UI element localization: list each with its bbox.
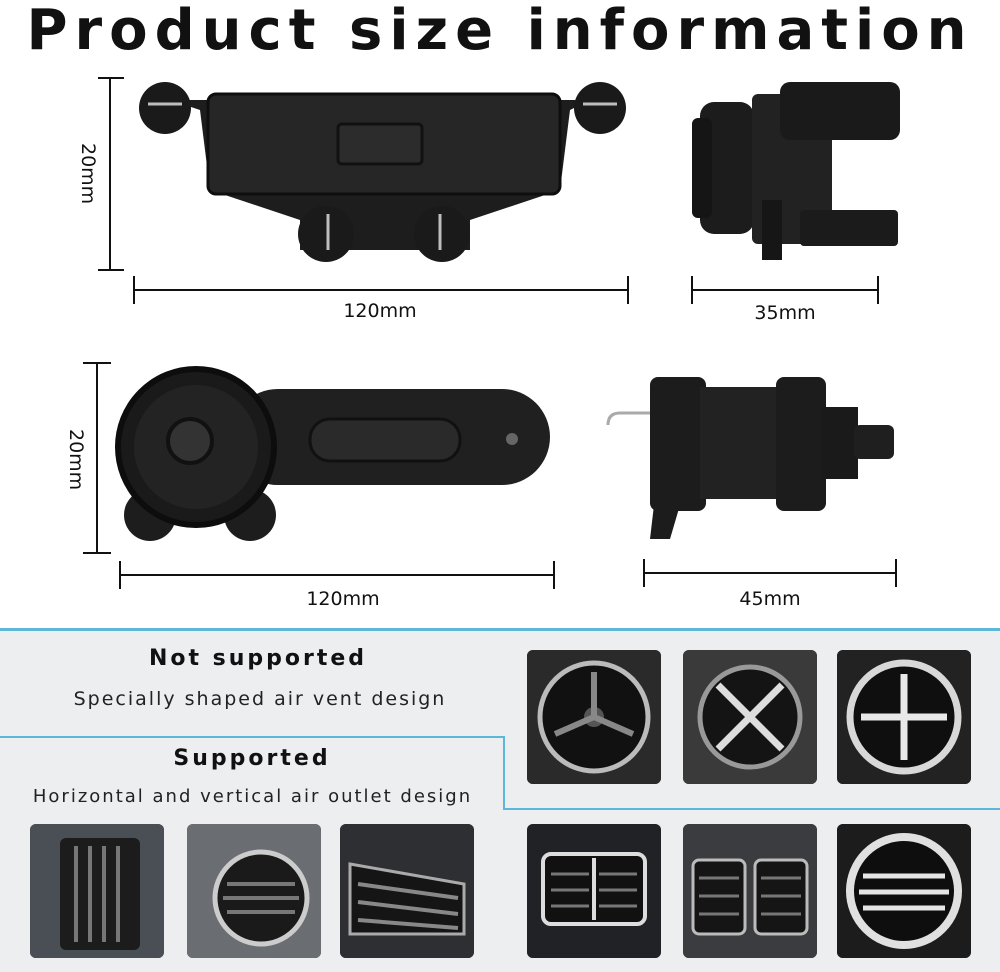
side-view-diagram (691, 82, 900, 304)
compatibility-panel (0, 628, 1000, 972)
vertical-slat-vent-icon (30, 824, 164, 958)
supported-subtitle: Horizontal and vertical air outlet desig… (32, 786, 473, 807)
supported-divider-vertical (503, 736, 505, 810)
rear-double-vent-icon (527, 824, 661, 958)
back-view-diagram (83, 362, 555, 589)
clip-width-label: 45mm (739, 588, 801, 610)
holder-side-view (692, 82, 900, 260)
silver-cross-vent-icon (837, 650, 971, 784)
supported-divider (0, 736, 505, 738)
horizontal-slat-vent-icon (340, 824, 474, 958)
cross-round-vent-icon (683, 650, 817, 784)
back-width-label: 120mm (306, 588, 380, 610)
page-title: Product size information (26, 0, 974, 63)
front-width-label: 120mm (343, 300, 417, 322)
supported-divider-right (503, 808, 1000, 810)
round-slat-vent-icon (187, 824, 321, 958)
back-height-label: 20mm (65, 429, 87, 491)
divider-line (0, 628, 1000, 631)
holder-clip-view (606, 377, 894, 539)
round-horizontal-vent-icon (837, 824, 971, 958)
side-width-label: 35mm (754, 302, 816, 324)
holder-back-view (115, 366, 550, 541)
not-supported-title: Not supported (148, 646, 368, 671)
front-height-label: 20mm (77, 143, 99, 205)
front-view-diagram (98, 77, 629, 304)
round-fan-vent-icon (527, 650, 661, 784)
clip-view-diagram (606, 377, 897, 587)
holder-front-view (139, 82, 626, 262)
supported-title: Supported (173, 746, 331, 771)
not-supported-subtitle: Specially shaped air vent design (73, 688, 447, 710)
dual-center-vent-icon (683, 824, 817, 958)
